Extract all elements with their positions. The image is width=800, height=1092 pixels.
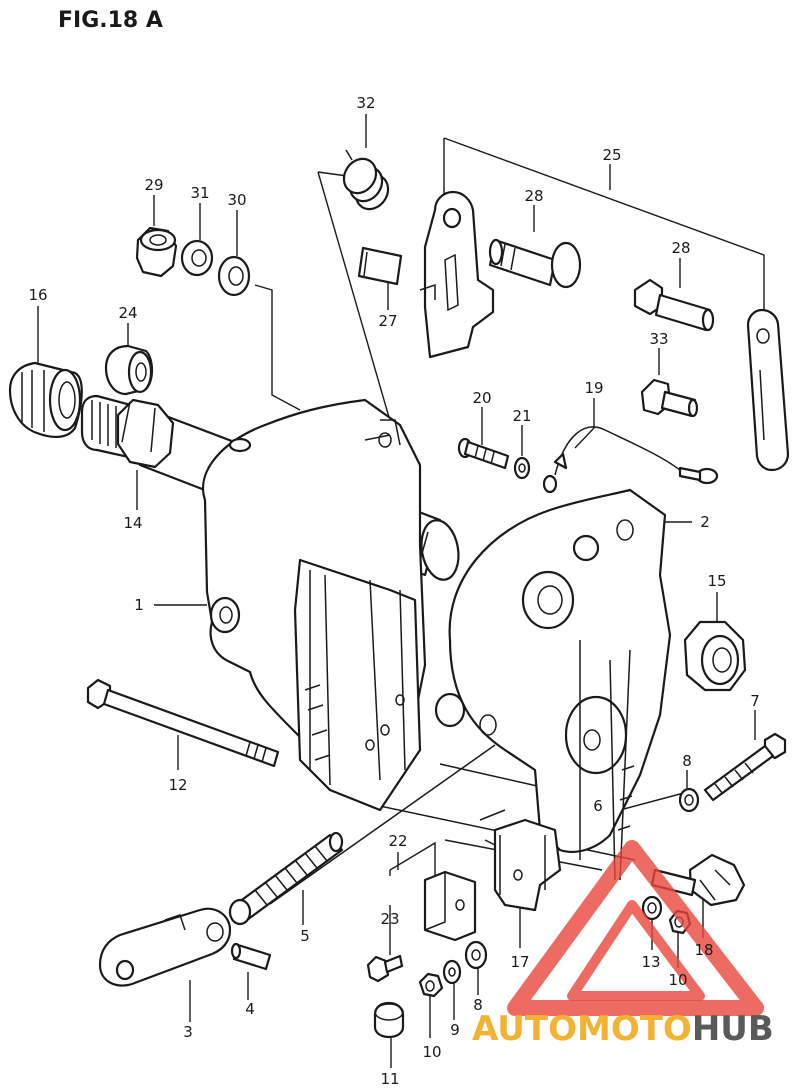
- block-22-part: [423, 870, 477, 942]
- bolt-23-part: [366, 954, 404, 983]
- callout-6: 6: [593, 797, 603, 815]
- callout-5: 5: [300, 927, 310, 945]
- right-bracket-part: [434, 488, 672, 881]
- plate-assembly-part: [419, 190, 495, 359]
- bolt-7-part: [703, 732, 787, 802]
- spring-part: [342, 149, 390, 211]
- bushing-part: [104, 344, 154, 396]
- callout-1: 1: [134, 596, 144, 614]
- watermark-text-hub: HUB: [692, 1009, 774, 1049]
- bushing-cap-part: [8, 361, 83, 438]
- callout-22: 22: [388, 832, 407, 850]
- washer-21-part: [513, 456, 531, 480]
- washer-8-upper-part: [678, 787, 700, 813]
- lock-washer-part: [180, 239, 214, 277]
- callout-23: 23: [380, 910, 399, 928]
- callout-28-upper: 28: [524, 187, 543, 205]
- watermark-text-auto: AUTO: [472, 1009, 577, 1049]
- callout-19: 19: [584, 379, 603, 397]
- figure-title: FIG.18 A: [58, 8, 163, 33]
- callout-24: 24: [118, 304, 137, 322]
- watermark-text-moto: MOTO: [577, 1009, 692, 1049]
- slotted-link-part: [746, 308, 790, 472]
- callout-18: 18: [694, 941, 713, 959]
- long-bolt-part: [86, 678, 280, 768]
- callout-17: 17: [510, 953, 529, 971]
- washer-9-part: [442, 959, 462, 985]
- callout-32: 32: [356, 94, 375, 112]
- pin-4-part: [230, 942, 272, 971]
- callout-11: 11: [380, 1070, 399, 1088]
- watermark-triangle-icon: [507, 840, 764, 1016]
- threaded-shaft-part: [228, 831, 344, 926]
- callout-31: 31: [190, 184, 209, 202]
- callout-4: 4: [245, 1000, 255, 1018]
- bolt-28-upper-part: [488, 238, 582, 289]
- watermark-logo: AUTOMOTOHUB: [472, 840, 774, 1049]
- washer-part: [217, 255, 251, 297]
- callout-8-lower: 8: [473, 996, 483, 1014]
- bolt-20-part: [457, 437, 510, 470]
- svg-text:AUTOMOTOHUB: AUTOMOTOHUB: [472, 1009, 774, 1049]
- callout-7: 7: [750, 692, 760, 710]
- block-part: [357, 246, 403, 286]
- callout-20: 20: [472, 389, 491, 407]
- callout-9: 9: [450, 1021, 460, 1039]
- callout-3: 3: [183, 1023, 193, 1041]
- callout-30: 30: [227, 191, 246, 209]
- callout-29: 29: [144, 176, 163, 194]
- callout-12: 12: [168, 776, 187, 794]
- callout-13: 13: [641, 953, 660, 971]
- block-17-part: [479, 809, 562, 912]
- nut-part: [135, 226, 178, 278]
- callout-labels: 32 25 29 31 30 28 28 16 24 27 33 19 20 2…: [28, 94, 759, 1088]
- large-nut-part: [683, 620, 747, 692]
- bolt-28-lower-part: [633, 278, 715, 332]
- washer-13-part: [641, 895, 663, 921]
- washer-8-lower-part: [464, 940, 488, 970]
- callout-25: 25: [602, 146, 621, 164]
- nut-10-lower-part: [418, 972, 444, 998]
- link-plate-part: [98, 907, 232, 987]
- callout-27: 27: [378, 312, 397, 330]
- left-bracket-part: [202, 398, 427, 812]
- callout-14: 14: [123, 514, 142, 532]
- callout-33: 33: [649, 330, 668, 348]
- callout-21: 21: [512, 407, 531, 425]
- callout-10-right: 10: [668, 971, 687, 989]
- callout-28-lower: 28: [671, 239, 690, 257]
- spacer-11-part: [373, 1001, 405, 1039]
- callout-2: 2: [700, 513, 710, 531]
- bolt-33-part: [640, 378, 699, 418]
- ground-wire-part: [542, 426, 719, 494]
- callout-16: 16: [28, 286, 47, 304]
- callout-8-upper: 8: [682, 752, 692, 770]
- callout-15: 15: [707, 572, 726, 590]
- callout-10-lower: 10: [422, 1043, 441, 1061]
